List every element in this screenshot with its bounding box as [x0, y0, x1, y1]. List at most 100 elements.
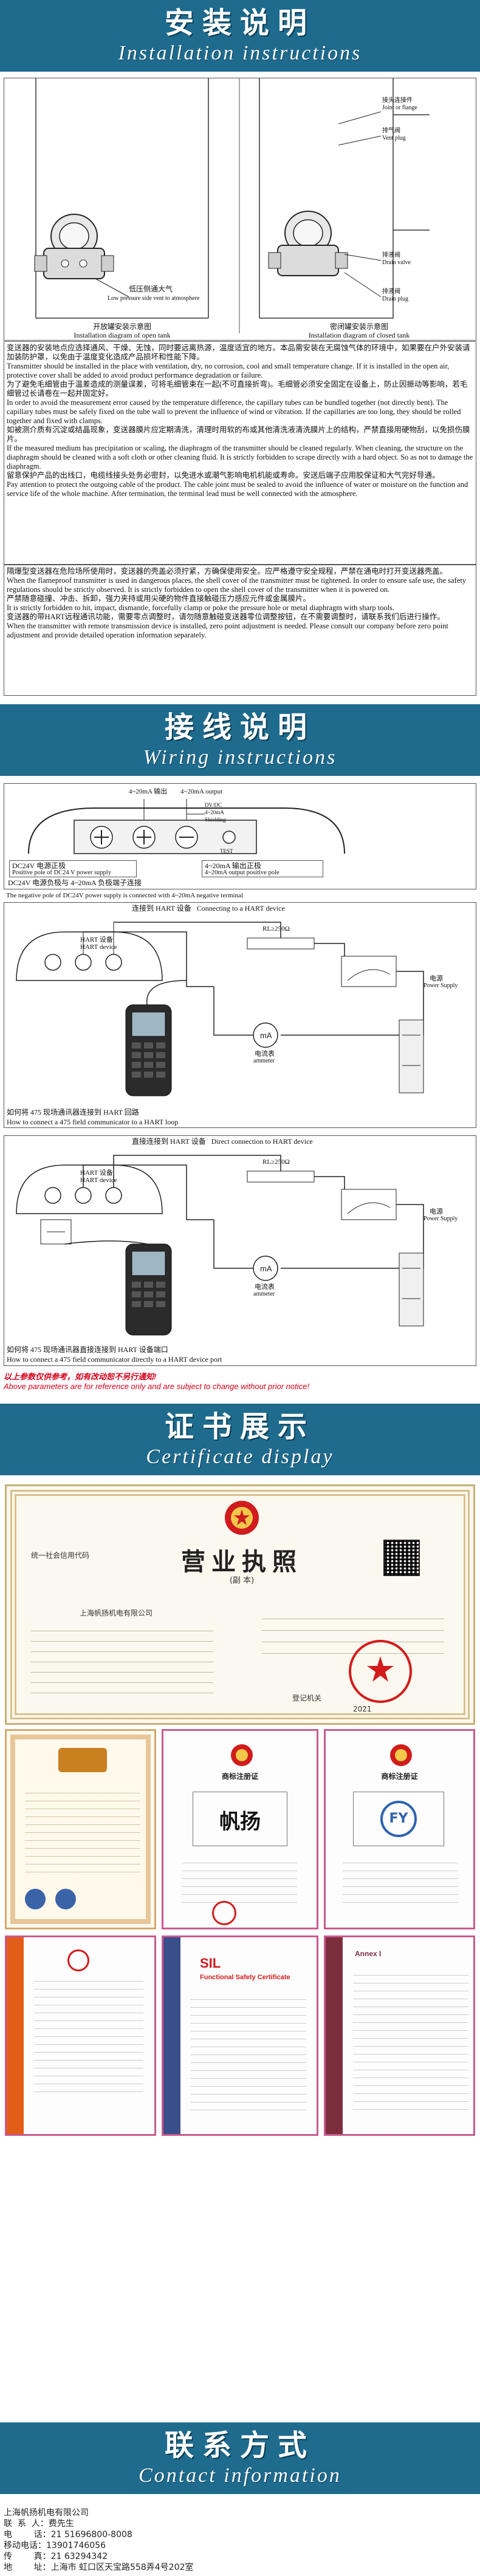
- terminal-top-label-en: 4~20mA output: [180, 788, 223, 795]
- trademark-mark-1: 帆扬: [219, 1810, 261, 1834]
- safety-2-cn: 严禁随意碰撞、冲击、拆卸，强力夹持或用尖硬的物件直接触碰压力感应元件或金属膜片。: [7, 594, 311, 603]
- vent-label-en: Vent plug: [382, 135, 406, 141]
- hart-direct-rl: RL≥250Ω: [262, 1158, 290, 1166]
- contact-address: 地 址：上海市 虹口区天宝路558弄4号202室: [4, 2563, 194, 2572]
- closed-tank-caption-cn: 密闭罐安装示意图: [329, 322, 388, 331]
- trademark-2-lines: [343, 1855, 458, 1904]
- hart-direct-caption-en: How to connect a 475 field communicator …: [7, 1355, 222, 1364]
- certificate-iso: [5, 1729, 156, 1929]
- negative-note-en: The negative pole of DC24V power supply …: [6, 892, 244, 899]
- trademark-1-seal-icon: [212, 1901, 236, 1925]
- contact-banner-subtitle: Contact information: [139, 2464, 341, 2487]
- iso-badge-icon: [25, 1889, 46, 1909]
- terminal-label-dv: DV/DC: [205, 802, 222, 808]
- safety-1-cn: 隔爆型变送器在危险场所使用时，变送器的壳盖必须拧紧，方确保使用安全。应严格遵守安…: [7, 567, 448, 576]
- low-pressure-label-cn: 低压侧通大气: [129, 285, 173, 293]
- output-positive-box: 4~20mA 输出正极 4~20mA output positive pole: [202, 860, 323, 877]
- ex-lines: [34, 1974, 143, 2095]
- note-2-cn: 为了避免毛细管由于温差造成的测量误差，可将毛细管束在一起(不可直接折弯)。毛细管…: [7, 380, 468, 398]
- contact-info: 上海帆扬机电有限公司 联 系 人：费先生 电 话：21 51696800-800…: [4, 2507, 193, 2573]
- power-supply-label-en: Power Supply: [423, 982, 458, 989]
- test-label: TEST: [220, 848, 233, 854]
- safety-2-en: It is strictly forbidden to hit, impact,…: [7, 603, 395, 612]
- safety-3-en: When the transmitter with remote transmi…: [7, 622, 448, 639]
- hart-loop-caption-cn: 如何将 475 现场通讯器连接到 HART 回路: [7, 1108, 139, 1116]
- vent-label-cn: 排气阀: [382, 127, 400, 134]
- atex-title: Annex I: [355, 1949, 382, 1958]
- license-title: 营业执照: [181, 1548, 303, 1576]
- note-3-cn: 如被测介质有沉淀或结晶现象，变送器膜片应定期清洗，清理时用软的布或其他清洗液清洗…: [7, 426, 470, 443]
- certificate-atex: Annex I: [324, 1935, 475, 2136]
- power-supply-label-cn: 电源: [430, 975, 443, 982]
- drain-plug-label-cn: 排液阀: [382, 288, 400, 295]
- hart-direct-title-en: Direct connection to HART device: [211, 1137, 313, 1146]
- license-lines: [31, 1621, 213, 1694]
- trademark-mark-2: FY: [380, 1801, 417, 1837]
- license-subtitle: (副 本): [229, 1576, 255, 1585]
- note-4-cn: 留意保护产品的出线口，电缆线接头处务必密封，以免进水或潮气影响电机机能或寿命。安…: [7, 471, 440, 480]
- wiring-banner: 接线说明 Wiring instructions: [0, 704, 480, 776]
- iso-seal-icon: [58, 1748, 107, 1772]
- national-emblem-icon: [225, 1501, 259, 1535]
- sil-title: SIL: [200, 1956, 221, 1971]
- contact-banner-title: 联系方式: [164, 2428, 315, 2462]
- terminal-label-ma: 4~20mA: [205, 809, 224, 815]
- install-banner: 安装说明 Installation instructions: [0, 0, 480, 72]
- trademark2-emblem-icon: [390, 1744, 412, 1766]
- cert-banner: 证书展示 Certificate display: [0, 1404, 480, 1475]
- install-diagram-panel: 低压侧通大气 Low pressure side vent to atmosph…: [4, 78, 476, 341]
- open-tank-diagram: [34, 78, 240, 333]
- wiring-banner-subtitle: Wiring instructions: [143, 746, 337, 769]
- hart-loop-title-en: Connecting to a HART device: [196, 904, 285, 912]
- svg-text:mA: mA: [260, 1264, 272, 1273]
- terminal-label-shield: Shielding: [205, 817, 226, 823]
- notice-text: 以上参数仅供参考，如有改动恕不另行通知! Above parameters ar…: [4, 1372, 309, 1392]
- low-pressure-label-en: Low pressure side vent to atmosphere: [108, 295, 200, 302]
- open-tank-caption-en: Installation diagram of open tank: [74, 331, 171, 339]
- hart-direct-power-en: Power Supply: [423, 1215, 458, 1222]
- trademark-cert-1-title: 商标注册证: [221, 1772, 258, 1781]
- install-banner-subtitle: Installation instructions: [118, 42, 362, 64]
- license-code-label: 统一社会信用代码: [31, 1551, 90, 1560]
- atex-side-bar: [326, 1937, 343, 2134]
- license-date: 2021: [353, 1705, 372, 1713]
- drain-valve-label-cn: 排液阀: [382, 252, 400, 259]
- output-positive-cn: 4~20mA 输出正极: [205, 861, 261, 870]
- terminal-top-label-cn: 4~20mA 输出: [129, 788, 168, 795]
- hart-loop-title-cn: 连接到 HART 设备: [132, 904, 191, 912]
- red-seal-icon: [349, 1640, 412, 1703]
- safety-3-cn: 变送器的带HART远程通讯功能，需要零点调整时，请勿随意触碰变送器零位调整按钮，…: [7, 613, 445, 621]
- contact-phone[interactable]: 电 话：21 51696800-8008: [4, 2530, 132, 2540]
- cert-banner-title: 证书展示: [164, 1410, 315, 1444]
- joint-label-cn: 接头连接件: [382, 97, 413, 104]
- ex-seal-icon: [67, 1949, 89, 1971]
- hart-direct-caption-cn: 如何将 475 现场通讯器直接连接到 HART 设备端口: [7, 1345, 168, 1354]
- sil-side-bar: [163, 1937, 180, 2134]
- note-3-en: If the measured medium has precipitation…: [7, 444, 473, 471]
- hart-loop-diagram: mA: [16, 922, 424, 1096]
- hart-direct-power-cn: 电源: [430, 1208, 443, 1215]
- terminal-diagram-panel: 4~20mA 输出 4~20mA output DV/DC 4~20mA Shi…: [4, 783, 476, 889]
- hart-direct-diagram: mA: [16, 1155, 424, 1336]
- contact-fax: 传 真：21 63294342: [4, 2552, 108, 2561]
- hart-direct-ammeter-en: ammeter: [253, 1291, 275, 1297]
- iso-border: [10, 1735, 151, 1924]
- open-tank-caption-cn: 开放罐安装示意图: [92, 322, 151, 331]
- safety-1-en: When the flameproof transmitter is used …: [7, 576, 467, 594]
- trademark-cert-2: 商标注册证 FY: [324, 1729, 475, 1929]
- note-1-cn: 变送器的安装地点应选择通风、干燥、无蚀，同时要远离热源，温度适宜的地方。本品需安…: [7, 344, 470, 361]
- output-positive-en: 4~20mA output positive pole: [205, 869, 279, 876]
- hart-direct-title-cn: 直接连接到 HART 设备: [132, 1137, 206, 1146]
- hart-loop-title: 连接到 HART 设备 Connecting to a HART device: [132, 904, 285, 912]
- install-banner-title: 安装说明: [164, 6, 315, 40]
- closed-tank-diagram: [259, 78, 430, 319]
- power-positive-en: Positive pole of DC24 V power supply: [12, 869, 111, 876]
- contact-mobile[interactable]: 移动电话：13901746056: [4, 2541, 106, 2551]
- certificate-sil: SIL Functional Safety Certificate: [162, 1935, 318, 2136]
- hart-device-label-cn: HART 设备: [80, 936, 113, 943]
- joint-label-en: Joint or flange: [382, 104, 417, 111]
- hart-direct-ammeter-cn: 电流表: [255, 1283, 275, 1291]
- power-positive-cn: DC24V 电源正极: [12, 861, 66, 870]
- drain-plug-label-en: Drain plug: [382, 296, 409, 302]
- note-4-en: Pay attention to protect the outgoing ca…: [7, 480, 468, 498]
